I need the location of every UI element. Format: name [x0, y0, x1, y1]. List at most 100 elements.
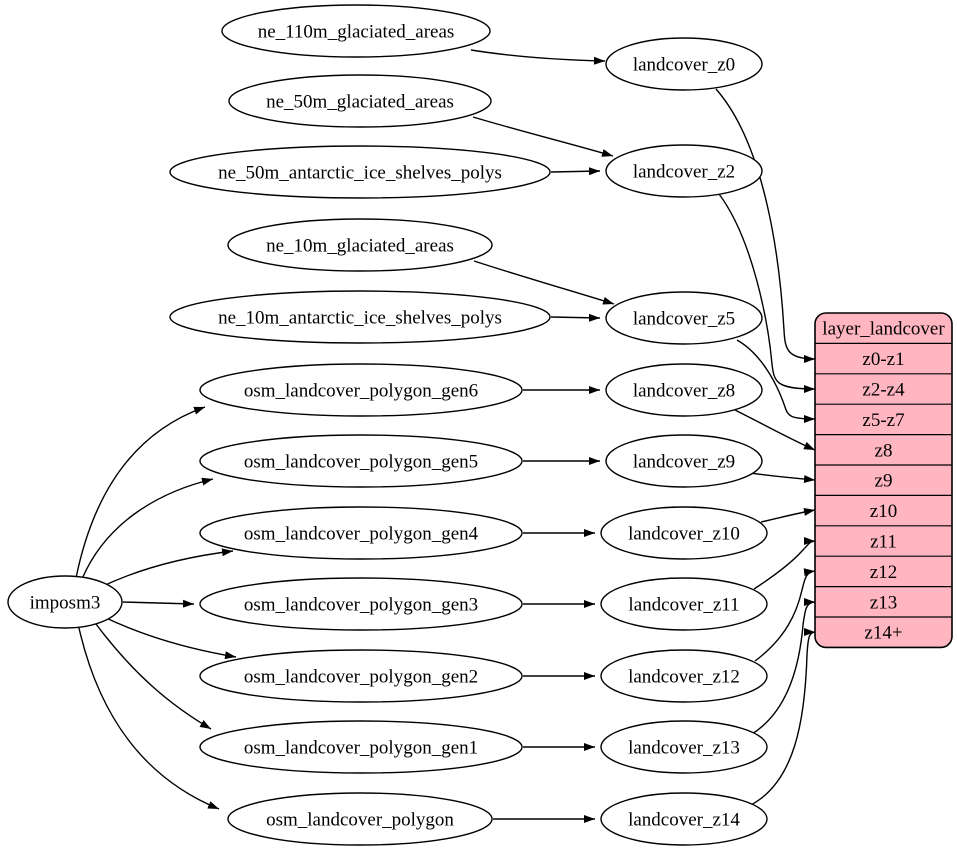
landcover_z0-label: landcover_z0 [633, 55, 735, 76]
osm_landcover_polygon_gen4-ellipse [199, 506, 523, 560]
ne_50m_antarctic_ice_shelves_polys-ellipse [169, 145, 551, 199]
edge-imposm3--osm_landcover_polygon_gen2 [103, 616, 237, 660]
node-landcover_z13: landcover_z13 [600, 720, 768, 774]
edge-landcover_z13--layer_landcover:z13 [751, 598, 816, 735]
osm_landcover_polygon_gen3-label: osm_landcover_polygon_gen3 [244, 595, 478, 616]
table-row-z8: z8 [875, 440, 893, 461]
node-osm_landcover_polygon_gen5: osm_landcover_polygon_gen5 [199, 434, 523, 488]
landcover_z2-ellipse [605, 144, 763, 198]
edge-imposm3--osm_landcover_polygon_gen6 [75, 406, 206, 579]
ne_110m_glaciated_areas-label: ne_110m_glaciated_areas [258, 22, 455, 43]
landcover_z10-label: landcover_z10 [628, 524, 740, 545]
edge-landcover_z14--layer_landcover:z14+ [748, 628, 816, 807]
node-osm_landcover_polygon_gen3: osm_landcover_polygon_gen3 [199, 577, 523, 631]
ne_10m_antarctic_ice_shelves_polys-ellipse [169, 290, 551, 344]
node-ne_110m_glaciated_areas: ne_110m_glaciated_areas [221, 4, 491, 58]
ne_50m_antarctic_ice_shelves_polys-label: ne_50m_antarctic_ice_shelves_polys [218, 163, 502, 184]
edge-landcover_z10--layer_landcover:z10 [760, 507, 816, 523]
node-osm_landcover_polygon_gen2: osm_landcover_polygon_gen2 [199, 649, 523, 703]
node-landcover_z9: landcover_z9 [605, 434, 763, 488]
imposm3-label: imposm3 [30, 593, 101, 614]
ne_50m_glaciated_areas-label: ne_50m_glaciated_areas [266, 92, 454, 113]
imposm3-ellipse [7, 575, 123, 629]
edges-layer [75, 49, 816, 823]
landcover_z5-label: landcover_z5 [633, 309, 735, 330]
edge-landcover_z12--layer_landcover:z12 [754, 568, 816, 662]
edge-landcover_z5--layer_landcover:z5-z7 [736, 339, 816, 423]
landcover_z2-label: landcover_z2 [633, 162, 735, 183]
table-layer: layer_landcoverz0-z1z2-z4z5-z7z8z9z10z11… [814, 312, 953, 649]
table-row-z14+: z14+ [864, 623, 902, 644]
osm_landcover_polygon_gen1-label: osm_landcover_polygon_gen1 [244, 738, 478, 759]
landcover_z12-label: landcover_z12 [628, 667, 740, 688]
node-landcover_z2: landcover_z2 [605, 144, 763, 198]
table-row-z10: z10 [870, 501, 897, 522]
osm_landcover_polygon_gen1-ellipse [199, 720, 523, 774]
osm_landcover_polygon-ellipse [227, 792, 493, 846]
node-landcover_z11: landcover_z11 [600, 577, 768, 631]
node-landcover_z0: landcover_z0 [605, 37, 763, 91]
edge-imposm3--osm_landcover_polygon_gen3 [122, 599, 195, 608]
landcover_z10-ellipse [600, 506, 768, 560]
node-osm_landcover_polygon_gen4: osm_landcover_polygon_gen4 [199, 506, 523, 560]
edge-ne_50m_glaciated_areas--landcover_z2 [472, 116, 614, 157]
osm_landcover_polygon_gen5-label: osm_landcover_polygon_gen5 [244, 452, 478, 473]
nodes-layer: ne_110m_glaciated_areas ne_50m_glaciated_… [7, 4, 768, 846]
edge-ne_110m_glaciated_areas--landcover_z0 [470, 49, 606, 65]
landcover_z14-ellipse [600, 792, 768, 846]
edge-ne_10m_antarctic_ice_shelves_polys--landcover_z5 [550, 313, 601, 322]
landcover_z8-ellipse [605, 363, 763, 417]
node-ne_10m_antarctic_ice_shelves_polys: ne_10m_antarctic_ice_shelves_polys [169, 290, 551, 344]
osm_landcover_polygon-label: osm_landcover_polygon [266, 810, 454, 831]
node-landcover_z12: landcover_z12 [600, 649, 768, 703]
edge-landcover_z0--layer_landcover:z0-z1 [715, 88, 816, 363]
node-osm_landcover_polygon_gen6: osm_landcover_polygon_gen6 [199, 363, 523, 417]
table-layer_landcover: layer_landcoverz0-z1z2-z4z5-z7z8z9z10z11… [814, 312, 953, 649]
landcover_z9-label: landcover_z9 [633, 452, 735, 473]
landcover_z11-ellipse [600, 577, 768, 631]
osm_landcover_polygon_gen2-ellipse [199, 649, 523, 703]
landcover_z9-ellipse [605, 434, 763, 488]
table-row-z12: z12 [870, 562, 897, 583]
landcover_z14-label: landcover_z14 [628, 810, 740, 831]
ne_50m_glaciated_areas-ellipse [228, 74, 492, 128]
table-row-z13: z13 [870, 592, 897, 613]
ne_110m_glaciated_areas-ellipse [221, 4, 491, 58]
table-row-z11: z11 [870, 532, 897, 553]
edge-landcover_z2--layer_landcover:z2-z4 [718, 193, 816, 393]
landcover_z0-ellipse [605, 37, 763, 91]
osm_landcover_polygon_gen6-ellipse [199, 363, 523, 417]
node-ne_50m_glaciated_areas: ne_50m_glaciated_areas [228, 74, 492, 128]
node-osm_landcover_polygon_gen1: osm_landcover_polygon_gen1 [199, 720, 523, 774]
ne_10m_antarctic_ice_shelves_polys-label: ne_10m_antarctic_ice_shelves_polys [218, 308, 502, 329]
ne_10m_glaciated_areas-ellipse [227, 218, 493, 272]
node-ne_50m_antarctic_ice_shelves_polys: ne_50m_antarctic_ice_shelves_polys [169, 145, 551, 199]
node-landcover_z14: landcover_z14 [600, 792, 768, 846]
osm_landcover_polygon_gen6-label: osm_landcover_polygon_gen6 [244, 381, 478, 402]
table-title: layer_landcover [822, 319, 945, 340]
node-landcover_z10: landcover_z10 [600, 506, 768, 560]
edge-imposm3--osm_landcover_polygon_gen1 [95, 623, 212, 730]
node-ne_10m_glaciated_areas: ne_10m_glaciated_areas [227, 218, 493, 272]
landcover_z11-label: landcover_z11 [628, 595, 739, 616]
table-outline [814, 312, 953, 649]
edge-imposm3--osm_landcover_polygon_gen5 [81, 477, 214, 580]
node-landcover_z5: landcover_z5 [605, 291, 763, 345]
edge-ne_10m_glaciated_areas--landcover_z5 [473, 260, 615, 305]
osm_landcover_polygon_gen2-label: osm_landcover_polygon_gen2 [244, 667, 478, 688]
landcover_z12-ellipse [600, 649, 768, 703]
node-landcover_z8: landcover_z8 [605, 363, 763, 417]
table-row-z2-z4: z2-z4 [862, 380, 905, 401]
edge-imposm3--osm_landcover_polygon [78, 627, 220, 810]
table-row-z9: z9 [875, 471, 893, 492]
landcover_z13-label: landcover_z13 [628, 738, 740, 759]
node-imposm3: imposm3 [7, 575, 123, 629]
edge-ne_50m_antarctic_ice_shelves_polys--landcover_z2 [550, 167, 601, 176]
ne_10m_glaciated_areas-label: ne_10m_glaciated_areas [266, 236, 454, 257]
osm_landcover_polygon_gen3-ellipse [199, 577, 523, 631]
node-osm_landcover_polygon: osm_landcover_polygon [227, 792, 493, 846]
osm_landcover_polygon_gen4-label: osm_landcover_polygon_gen4 [244, 524, 479, 545]
edge-landcover_z11--layer_landcover:z11 [753, 537, 816, 590]
